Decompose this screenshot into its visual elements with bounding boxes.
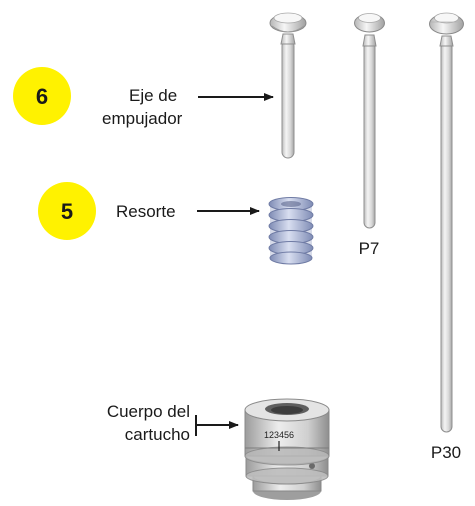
callout-5-number: 5 bbox=[61, 199, 73, 224]
callout-5-badge bbox=[38, 182, 96, 240]
callout-6-badge bbox=[13, 67, 71, 125]
spring-label: Resorte bbox=[116, 202, 176, 221]
cartridge-label-line2: cartucho bbox=[125, 425, 190, 444]
pusher-shaft bbox=[269, 12, 307, 159]
callout-6-number: 6 bbox=[36, 84, 48, 109]
callout-6: 6 bbox=[13, 67, 71, 125]
pin-p30 bbox=[429, 12, 464, 433]
cartridge-label-line1: Cuerpo del bbox=[107, 402, 190, 421]
pusher-shaft-label-line2: empujador bbox=[102, 109, 183, 128]
cartridge-serial-marking: 123456 bbox=[264, 430, 294, 440]
cartridge-body: 123456 bbox=[244, 398, 330, 500]
pin-p7 bbox=[354, 13, 385, 229]
pin-p30-label: P30 bbox=[431, 443, 461, 462]
callout-5: 5 bbox=[38, 182, 96, 240]
spring bbox=[268, 197, 314, 265]
pin-p7-label: P7 bbox=[359, 239, 380, 258]
pusher-shaft-label-line1: Eje de bbox=[129, 86, 177, 105]
